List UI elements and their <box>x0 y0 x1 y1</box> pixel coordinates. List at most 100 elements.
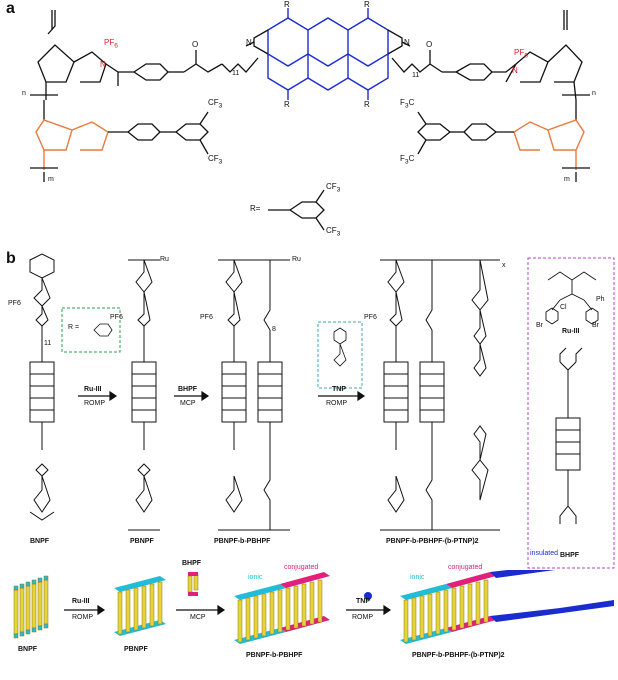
step2-bhpf: BHPF <box>178 386 198 393</box>
final-structure <box>380 259 500 531</box>
n-left-label: N <box>100 60 106 69</box>
pbnpf-pf6: PF6 <box>110 314 123 321</box>
panel-a-structure <box>30 8 590 231</box>
right-orange-unit <box>513 119 585 170</box>
label-bhpf-side: BHPF <box>560 552 580 559</box>
o-label-right: O <box>426 40 433 49</box>
f3c-sub-2: 3 <box>404 158 409 166</box>
panel-b-letter: b <box>6 250 16 267</box>
left-orange-unit <box>35 119 109 170</box>
panel-c-cartoon <box>13 570 614 644</box>
cartoon-label-bhpf: BHPF <box>182 560 202 567</box>
pf6-right-sub: 6 <box>524 52 528 60</box>
cartoon-label-final: PBNPF-b-PBHPF-(b-PTNP)2 <box>412 652 505 659</box>
ru-br1-label: Br <box>536 322 543 329</box>
cf3-text-3: CF <box>326 182 337 191</box>
pbnpf-b-pbhpf-ladder <box>234 572 330 644</box>
ru-ph-label: Ph <box>596 296 605 303</box>
r-definition-box <box>61 307 121 353</box>
pbnpf-ladder <box>114 576 166 636</box>
ru-bhpf-box <box>527 257 615 569</box>
bhpf-monomer <box>187 572 199 596</box>
step3-romp: ROMP <box>326 400 347 407</box>
right-backbone <box>454 10 590 120</box>
bnpf-pf6: PF6 <box>8 300 21 307</box>
step2-mcp: MCP <box>180 400 196 407</box>
tnp-box <box>317 321 363 389</box>
ru-catalyst-label: Ru-III <box>562 328 580 335</box>
bnpf-structure <box>29 253 55 521</box>
ru-br2-label: Br <box>592 322 599 329</box>
f3c-c-1: C <box>408 98 415 107</box>
pf6-right-label: PF6 <box>514 48 528 60</box>
cf3-rdef-top: CF3 <box>326 182 340 194</box>
m-sub-right: m <box>564 176 570 183</box>
bnpf-bars <box>13 575 49 639</box>
r-bottom-right: R <box>364 100 370 109</box>
sub-11-left: 11 <box>232 70 240 77</box>
cartoon-step2-bottom: MCP <box>190 614 206 621</box>
bnpf-n11: 11 <box>44 340 52 347</box>
cf3-text-1: CF <box>208 98 219 107</box>
n-imide-left: N <box>246 38 252 47</box>
cartoon-step1-top: Ru-III <box>72 598 90 605</box>
tnp-ball <box>364 592 372 600</box>
cartoon-label-pbnpf: PBNPF <box>124 646 148 653</box>
pf6-left-label: PF6 <box>104 38 118 50</box>
panel-a-letter: a <box>6 0 15 17</box>
n-sub-left: n <box>22 90 26 97</box>
label-pbnpf: PBNPF <box>130 538 154 545</box>
cf3-left-top: CF3 <box>208 98 222 110</box>
cf3-text-2: CF <box>208 154 219 163</box>
n-sub-right: n <box>592 90 596 97</box>
r-definition-label: R= <box>250 204 261 213</box>
bhpf-n8: 8 <box>272 326 276 333</box>
tag-conjugated-2: conjugated <box>448 564 483 571</box>
bhpf-structure <box>555 347 583 524</box>
tag-ionic-2: ionic <box>410 574 425 581</box>
n-right-label: N <box>512 66 518 75</box>
final-ladder <box>400 570 614 644</box>
pbnpf-b-pf6: PF6 <box>200 314 213 321</box>
right-ester-chain <box>391 50 456 73</box>
cartoon-step3-top: TNP <box>356 598 370 605</box>
label-final: PBNPF-b-PBHPF-(b-PTNP)2 <box>386 538 479 545</box>
cf3-sub-2: 3 <box>218 158 223 166</box>
left-phenyl-chain <box>30 111 209 182</box>
step1-romp: ROMP <box>84 400 105 407</box>
pbnpf-b-ru-end: Ru <box>292 256 301 263</box>
tag-insulated: insulated <box>530 550 559 557</box>
f3c-sub-1: 3 <box>404 102 409 110</box>
pbnpf-b-pbhpf-structure <box>218 259 290 531</box>
pbnpf-ru-end: Ru <box>160 256 169 263</box>
cf3-sub-3: 3 <box>336 186 341 194</box>
panel-b-arrows <box>78 390 366 402</box>
r-top-right: R <box>364 0 370 9</box>
r-top-left: R <box>284 0 290 9</box>
r-definition-ring <box>268 189 325 231</box>
left-backbone <box>30 10 184 120</box>
cf3-rdef-bottom: CF3 <box>326 226 340 238</box>
imide-groups <box>245 29 411 55</box>
cf3-left-bottom: CF3 <box>208 154 222 166</box>
cartoon-label-pbnpf-b-pbhpf: PBNPF-b-PBHPF <box>246 652 303 659</box>
panel-b-structure <box>29 253 615 569</box>
perylene-core <box>267 8 389 100</box>
pf6-left-text: PF <box>104 38 115 47</box>
pf6-left-sub: 6 <box>114 42 118 50</box>
f3c-right-bottom: F3C <box>400 154 414 166</box>
tag-conjugated-1: conjugated <box>284 564 319 571</box>
m-sub-left: m <box>48 176 54 183</box>
cf3-text-4: CF <box>326 226 337 235</box>
r-bottom-left: R <box>284 100 290 109</box>
cf3-sub-1: 3 <box>218 102 223 110</box>
f3c-c-2: C <box>408 154 415 163</box>
step1-catalyst: Ru-III <box>84 386 102 393</box>
cartoon-arrow-1 <box>64 604 106 616</box>
sub-11-right: 11 <box>412 72 420 79</box>
pbnpf-structure <box>128 259 160 531</box>
ru-cl-label: Cl <box>560 304 567 311</box>
f3c-right-top: F3C <box>400 98 414 110</box>
cartoon-step3-bottom: ROMP <box>352 614 373 621</box>
step3-tnp: TNP <box>332 386 346 393</box>
